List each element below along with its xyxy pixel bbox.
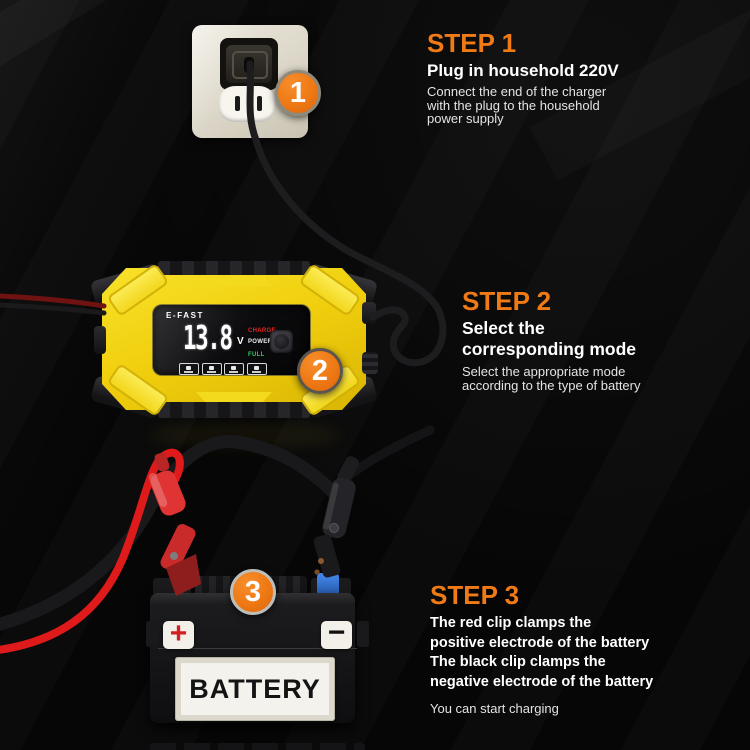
battery-side-tab	[357, 621, 369, 647]
step-1-title: STEP 1	[427, 28, 517, 58]
battery-label-text: BATTERY	[189, 673, 321, 704]
outlet-prong-slot	[257, 96, 262, 111]
mode-icon-3	[224, 363, 244, 375]
mode-icon-4	[246, 363, 267, 375]
positive-electrode-label: +	[163, 619, 194, 649]
charger-top-rib	[158, 261, 310, 275]
battery-name-plate-inner: BATTERY	[181, 663, 329, 715]
charger-cable-grommet	[362, 352, 378, 374]
negative-electrode-label: −	[321, 618, 352, 649]
brand-logo: E-FAST	[166, 311, 205, 320]
step-2-text-block: STEP 2 Select the corresponding mode Sel…	[462, 288, 641, 393]
step-3-badge: 3	[230, 569, 276, 615]
outlet-prong-slot	[235, 96, 240, 111]
charger-cable-grommet	[94, 326, 106, 354]
step-3-description: You can start charging	[430, 701, 559, 716]
mode-icon-2	[201, 363, 222, 375]
battery-seam	[158, 648, 357, 649]
voltage-readout: 13.8	[183, 318, 233, 357]
outlet-socket-bottom	[219, 86, 275, 122]
step-1-heading: Plug in household 220V	[427, 61, 619, 80]
charger-bottom-rib	[158, 402, 310, 418]
charger-trim	[196, 276, 272, 286]
step-3-title: STEP 3	[430, 580, 520, 610]
step-1-description: Connect the end of the charger with the …	[427, 84, 607, 126]
step-1-badge: 1	[275, 70, 321, 116]
power-indicator: POWER	[248, 339, 273, 345]
battery-base	[150, 743, 365, 750]
step-3-heading: The red clip clamps the positive electro…	[430, 615, 654, 690]
mode-select-button	[270, 330, 293, 353]
step-1-text-block: STEP 1 Plug in household 220V Connect th…	[427, 30, 619, 126]
step-2-heading: Select the corresponding mode	[462, 318, 637, 359]
step-2-badge: 2	[297, 348, 343, 394]
battery-name-plate: BATTERY	[175, 657, 335, 721]
step-3-text-block: STEP 3 The red clip clamps the positive …	[430, 582, 653, 716]
battery-side-tab	[146, 621, 158, 647]
charger-trim	[196, 392, 272, 402]
mode-button-row	[179, 363, 267, 375]
charger-lcd-screen: E-FAST 13.8 V CHARGE POWER FULL	[153, 305, 310, 375]
charger-cable-grommet	[362, 302, 376, 324]
charger-reflection	[150, 422, 340, 448]
step-2-description: Select the appropriate mode according to…	[462, 364, 641, 393]
step-2-title: STEP 2	[462, 286, 552, 316]
battery-charger-device: E-FAST 13.8 V CHARGE POWER FULL	[89, 260, 379, 420]
mode-icon-1	[179, 363, 199, 375]
power-plug-cable-entry	[244, 57, 254, 73]
full-indicator: FULL	[248, 352, 265, 358]
voltage-unit: V	[237, 336, 244, 347]
charge-indicator: CHARGE	[248, 328, 276, 334]
